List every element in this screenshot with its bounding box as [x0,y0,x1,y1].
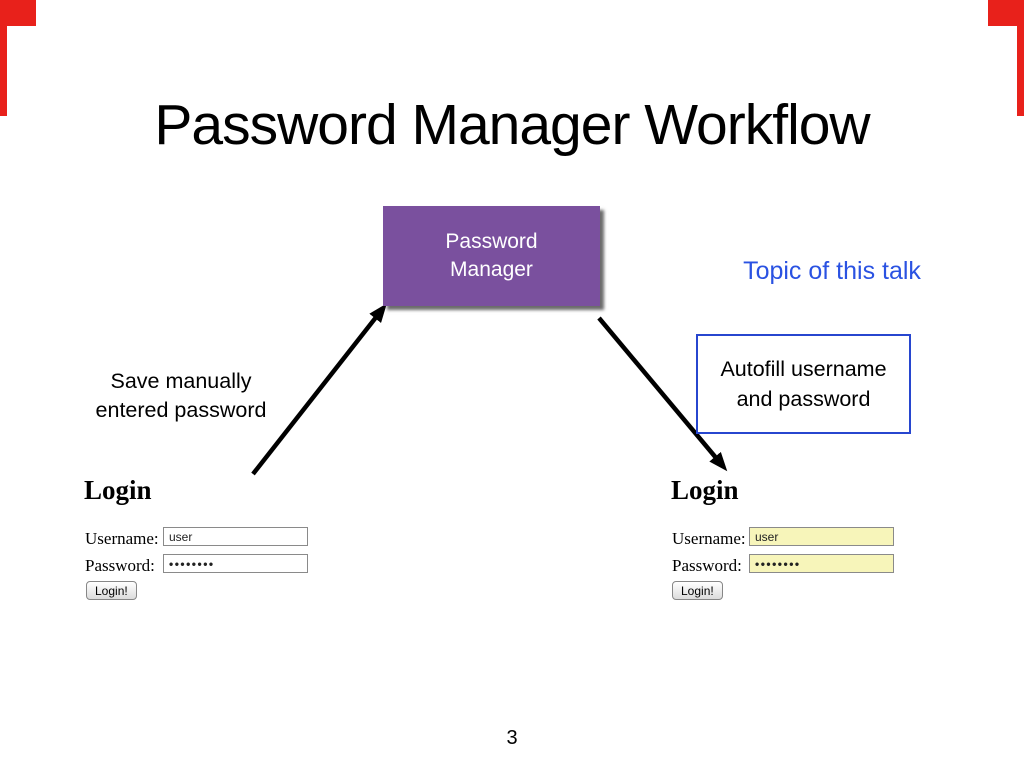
password-manager-box: Password Manager [383,206,600,306]
red-accent-left-edge [0,26,7,116]
save-note-line1: Save manually [110,369,252,393]
red-accent-top-right [988,0,1024,26]
username-label-manual: Username: [85,529,159,548]
autofill-callout-box: Autofill username and password [696,334,911,434]
save-note-line2: entered password [95,398,267,422]
username-input-manual[interactable] [163,527,308,546]
red-accent-right-edge [1017,26,1024,116]
password-manager-box-line2: Manager [450,258,533,281]
username-label-autofilled: Username: [672,529,746,548]
login-heading-autofilled: Login [671,475,739,505]
password-manager-box-line1: Password [445,230,538,253]
password-label-manual: Password: [85,556,155,575]
topic-note: Topic of this talk [743,257,921,285]
username-input-autofilled[interactable] [749,527,894,546]
password-label-autofilled: Password: [672,556,742,575]
login-button-manual[interactable]: Login! [86,581,137,600]
autofill-callout-line2: and password [736,387,871,411]
page-title: Password Manager Workflow [154,93,870,157]
password-input-autofilled[interactable] [749,554,894,573]
autofill-callout-line1: Autofill username [720,357,887,381]
password-input-manual[interactable] [163,554,308,573]
save-note: Save manually entered password [70,367,292,425]
page-number: 3 [506,727,518,749]
login-button-autofilled[interactable]: Login! [672,581,723,600]
login-heading-manual: Login [84,475,152,505]
red-accent-top-left [0,0,36,26]
